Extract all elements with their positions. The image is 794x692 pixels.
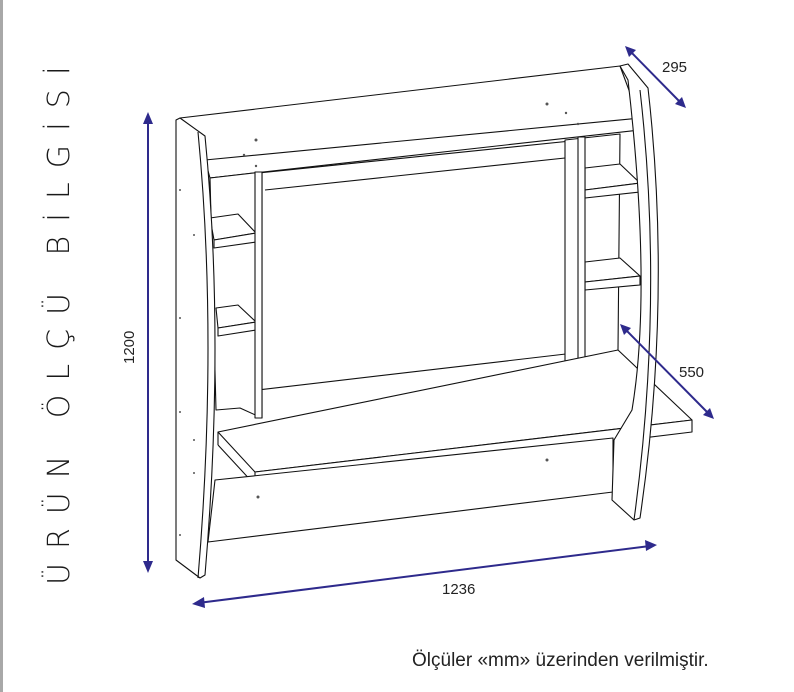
height-label: 1200 xyxy=(121,331,138,364)
depth-top-label: 295 xyxy=(662,59,687,76)
right-side-panel xyxy=(611,63,659,521)
width-label: 1236 xyxy=(442,581,475,598)
depth-desk-arrow xyxy=(620,324,714,419)
back-panel xyxy=(209,137,601,396)
depth-desk-label: 550 xyxy=(679,364,704,381)
left-divider xyxy=(254,171,263,419)
right-divider xyxy=(577,136,586,378)
left-border xyxy=(0,0,3,692)
left-shelf-column xyxy=(209,171,263,419)
height-arrow xyxy=(143,112,153,573)
left-side-panel xyxy=(175,117,216,579)
width-arrow xyxy=(192,540,657,608)
depth-top-arrow xyxy=(625,46,686,108)
unit-note: Ölçüler «mm» üzerinden verilmiştir. xyxy=(412,650,709,671)
